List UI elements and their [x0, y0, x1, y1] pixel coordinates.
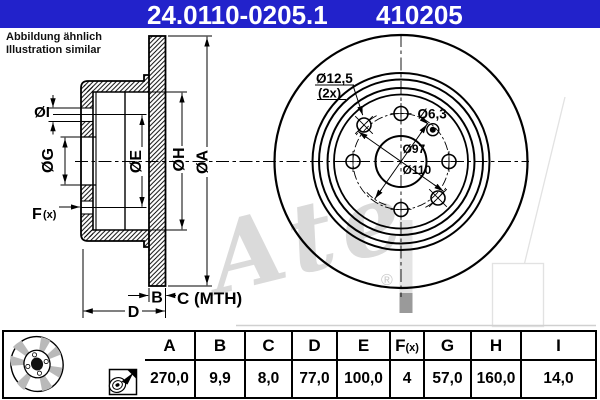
col-header-d: D — [291, 332, 338, 361]
front-view: Ø12,5 (2x) Ø6,3 Ø97 Ø110 — [273, 33, 529, 290]
value-c: 8,0 — [244, 359, 293, 397]
col-header-c: C — [244, 332, 293, 361]
value-e: 100,0 — [336, 359, 391, 397]
dimension-table: A B C D E F(x) G H I 270,0 9,9 8,0 77,0 … — [2, 330, 597, 399]
col-header-g: G — [423, 332, 472, 361]
icon-graphics — [10, 335, 138, 396]
label-dia-g: ØG — [40, 148, 57, 173]
watermark-band — [399, 220, 413, 293]
label-bolt-holes: Ø12,5 — [316, 71, 353, 86]
label-dia-a: ØA — [195, 150, 212, 174]
alt-part-number: 410205 — [376, 0, 463, 30]
label-dia-h: ØH — [171, 148, 188, 172]
spec-table: A B C D E F(x) G H I 270,0 9,9 8,0 77,0 … — [145, 332, 595, 397]
watermark-registered: ® — [381, 272, 393, 289]
col-header-h: H — [470, 332, 522, 361]
col-header-b: B — [194, 332, 246, 361]
note-line-en: Illustration similar — [6, 43, 101, 56]
value-i: 14,0 — [520, 359, 595, 397]
label-c-mth: C (MTH) — [177, 289, 242, 308]
section-view: ØI ØG ØE ØH ØA F (x) B C (MTH) D — [32, 35, 242, 321]
table-header-row: A B C D E F(x) G H I — [145, 332, 595, 361]
watermark: Ate ® — [189, 96, 596, 328]
watermark-square — [399, 293, 413, 313]
illustration-note: Abbildung ähnlich Illustration similar — [6, 31, 102, 56]
label-dia-e: ØE — [128, 150, 145, 173]
value-h: 160,0 — [470, 359, 522, 397]
note-line-de: Abbildung ähnlich — [6, 31, 102, 43]
col-header-a: A — [145, 332, 196, 361]
label-f-sub: (x) — [43, 209, 57, 221]
label-bolt-count: (2x) — [318, 86, 341, 101]
col-header-i: I — [520, 332, 595, 361]
label-pcd-outer: Ø110 — [403, 163, 432, 177]
table-icon-cell — [4, 332, 145, 397]
watermark-line — [523, 96, 566, 264]
table-value-row: 270,0 9,9 8,0 77,0 100,0 4 57,0 160,0 14… — [145, 359, 595, 397]
label-d: D — [128, 304, 140, 321]
label-pin-hole: Ø6,3 — [418, 107, 448, 122]
brake-disc-icon — [10, 335, 64, 393]
value-b: 9,9 — [194, 359, 246, 397]
value-g: 57,0 — [423, 359, 472, 397]
watermark-rect — [491, 262, 545, 328]
bolt-holes — [342, 103, 460, 220]
value-f: 4 — [389, 359, 425, 397]
label-dia-i: ØI — [34, 104, 50, 121]
value-a: 270,0 — [145, 359, 196, 397]
col-header-e: E — [336, 332, 391, 361]
label-b: B — [151, 290, 163, 307]
measure-icon — [108, 368, 138, 396]
title-bar: 24.0110-0205.1 410205 — [0, 0, 600, 30]
label-pcd-inner: Ø97 — [403, 142, 426, 156]
label-f: F — [32, 206, 42, 223]
value-d: 77,0 — [291, 359, 338, 397]
col-header-f: F(x) — [389, 332, 425, 361]
part-number: 24.0110-0205.1 — [147, 0, 328, 30]
